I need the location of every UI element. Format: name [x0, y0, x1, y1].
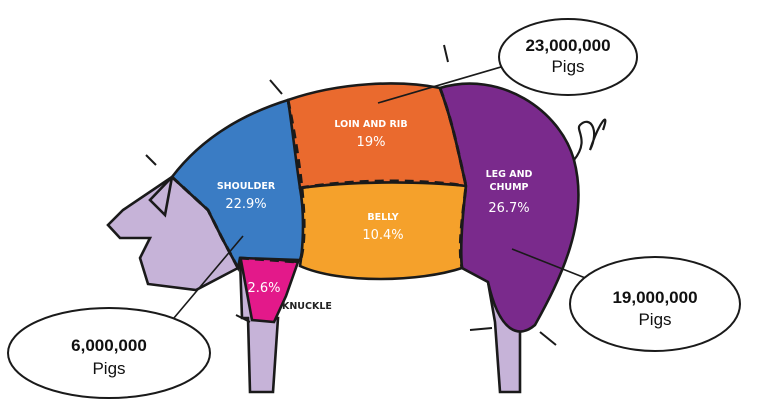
cut-line-head	[170, 175, 240, 269]
cut-line-shoulder	[286, 99, 306, 263]
belly-label: BELLY	[367, 212, 398, 223]
belly-percent: 10.4%	[362, 228, 403, 243]
ear	[148, 172, 175, 218]
decor-tick	[235, 314, 251, 323]
callout-shoulder-unit: Pigs	[92, 359, 125, 378]
leg-chump-label-line2: CHUMP	[489, 182, 528, 193]
leg-chump-percent: 26.7%	[488, 201, 529, 216]
callout-shoulder-count: 6,000,000	[71, 336, 147, 355]
loin-rib-percent: 19%	[357, 135, 386, 150]
decor-tick	[269, 79, 283, 95]
callout-leg-unit: Pigs	[638, 310, 671, 329]
callout-loin-unit: Pigs	[551, 57, 584, 76]
knuckle-label: KNUCKLE	[282, 301, 332, 312]
cut-line-knuckle	[239, 256, 299, 264]
cut-line-loin-belly	[299, 179, 467, 190]
callout-leader-shoulder	[162, 235, 244, 332]
callout-leader-loin	[377, 61, 519, 104]
decor-tick	[539, 331, 557, 346]
callout-loin: 23,000,000 Pigs	[498, 18, 638, 96]
loin-rib-label: LOIN AND RIB	[334, 119, 407, 130]
callout-loin-count: 23,000,000	[525, 36, 610, 55]
shoulder-label: SHOULDER	[217, 181, 276, 192]
tail	[573, 118, 607, 161]
callout-shoulder: 6,000,000 Pigs	[7, 307, 211, 399]
knuckle-percent: 2.6%	[247, 281, 280, 296]
callout-leader-leg	[511, 248, 594, 282]
shoulder-percent: 22.9%	[225, 197, 266, 212]
decor-tick	[469, 327, 493, 331]
decor-tick	[145, 154, 157, 166]
callout-leg: 19,000,000 Pigs	[569, 256, 741, 352]
callout-leg-count: 19,000,000	[612, 288, 697, 307]
decor-tick	[443, 44, 449, 63]
leg-chump-label-line1: LEG AND	[486, 169, 533, 180]
